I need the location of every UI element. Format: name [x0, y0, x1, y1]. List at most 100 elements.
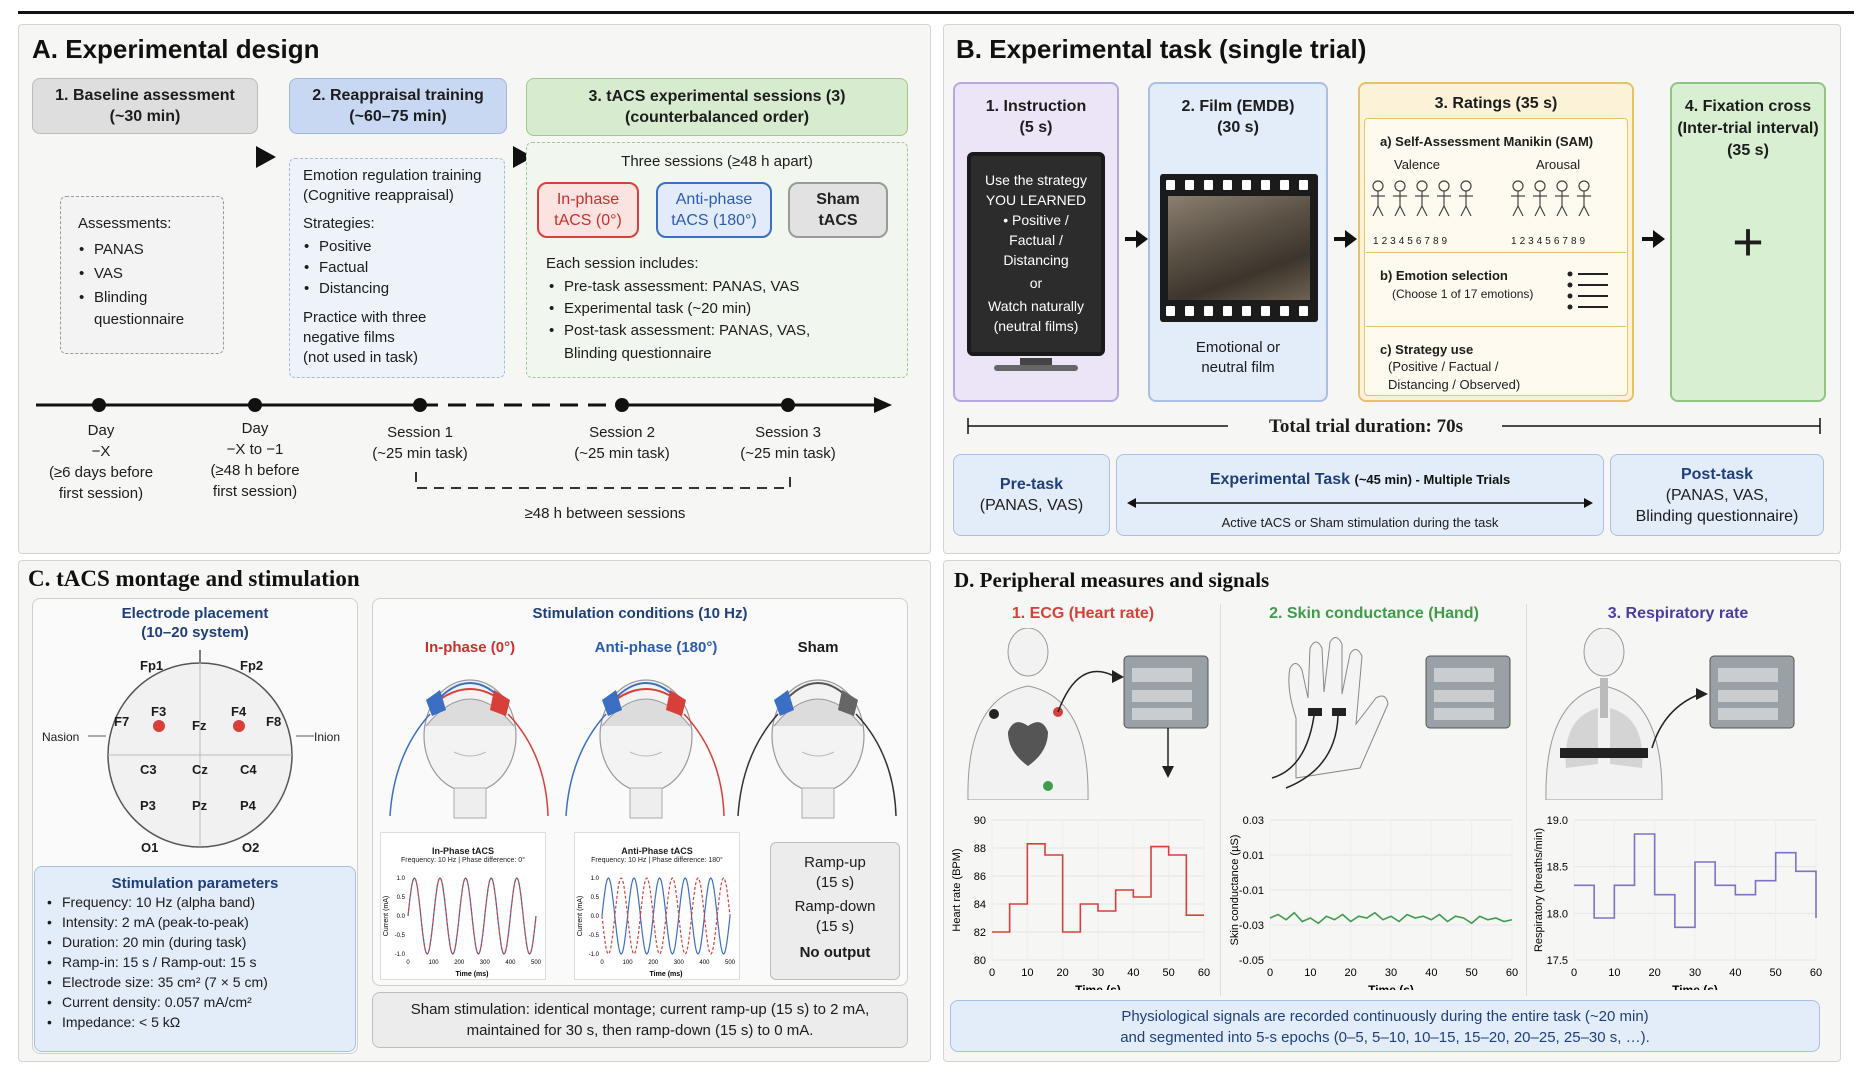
electrode-label: Fp2 [240, 658, 264, 673]
reappraisal-box: 2. Reappraisal training(~60–75 min) [289, 78, 507, 134]
series-line [992, 843, 1204, 933]
y-tick-label: -1.0 [589, 952, 600, 958]
each-session-heading: Each session includes: [546, 255, 699, 272]
stim-conditions-title: Stimulation conditions (10 Hz) [532, 605, 748, 622]
y-tick-label: 18.5 [1547, 862, 1568, 874]
wave-series-red [407, 877, 537, 955]
timeline-label-session-3: Session 3(~25 min task) [740, 424, 836, 462]
electrode-label: Fz [192, 718, 207, 733]
param-item: Frequency: 10 Hz (alpha band) [44, 892, 268, 912]
skin-title: 2. Skin conductance (Hand) [1269, 605, 1479, 622]
wave-series-red [601, 877, 731, 955]
assessments-list: PANAS VAS Blinding [76, 238, 147, 310]
x-tick-label: 10 [1304, 967, 1316, 979]
nasion-label: Nasion [42, 730, 80, 744]
experimental-task-box [1116, 454, 1604, 536]
electrode-label: P4 [240, 798, 256, 813]
sam-heading: a) Self-Assessment Manikin (SAM) [1380, 134, 1594, 149]
x-tick-label: 0 [600, 960, 604, 966]
experimental-task-note: Active tACS or Sham stimulation during t… [1221, 515, 1499, 530]
y-tick-label: 86 [974, 871, 986, 883]
arrow-right-icon [1125, 230, 1148, 248]
electrode-label: C4 [240, 762, 257, 777]
resp-title: 3. Respiratory rate [1607, 605, 1749, 622]
electrode-label: Pz [192, 798, 208, 813]
timeline-dot [413, 398, 427, 412]
x-axis-label: Time (s) [1672, 983, 1718, 990]
strategy-use-heading: c) Strategy use [1380, 342, 1474, 357]
monitor-stand [1020, 358, 1052, 366]
x-tick-label: 60 [1198, 967, 1210, 979]
panel-a-title: A. Experimental design [32, 34, 320, 64]
heads-illustration [389, 679, 897, 819]
electrode-label: O1 [141, 840, 159, 855]
y-tick-label: 82 [974, 927, 986, 939]
electrode-f4 [233, 720, 245, 732]
x-tick-label: 60 [1810, 967, 1822, 979]
y-tick-label: 0.5 [397, 895, 406, 901]
x-tick-label: 500 [725, 960, 736, 966]
electrode-label: O2 [242, 840, 260, 855]
top-rule [18, 11, 1854, 14]
assessment-item-cont: questionnaire [94, 311, 185, 328]
strategy-use-sub: (Positive / Factual /Distancing / Observ… [1388, 359, 1521, 392]
inphase-plot-sub: Frequency: 10 Hz | Phase difference: 0° [401, 857, 525, 864]
y-tick-label: 0.0 [397, 914, 406, 920]
fixation-cross: + [1732, 212, 1764, 272]
inphase-plot-frame [380, 832, 546, 980]
panel-c-title: C. tACS montage and stimulation [28, 566, 360, 591]
electrode-label: P3 [140, 798, 156, 813]
param-item: Ramp-in: 15 s / Ramp-out: 15 s [44, 952, 268, 972]
x-axis-label: Time (s) [1368, 983, 1414, 990]
column-divider [1526, 604, 1527, 996]
valence-scale: 123456789 [1373, 236, 1451, 247]
fixation-box: 4. Fixation cross(Inter-trial interval)(… [1670, 82, 1826, 402]
ratings-inner [1364, 118, 1628, 396]
param-item: Intensity: 2 mA (peak-to-peak) [44, 912, 268, 932]
stim-params-list: Frequency: 10 Hz (alpha band) Intensity:… [44, 892, 268, 1032]
cond-label-inphase: In-phase (0°) [424, 639, 516, 656]
series-line [1574, 833, 1817, 929]
physio-note-box: Physiological signals are recorded conti… [950, 1000, 1820, 1052]
antiphase-plot-sub: Frequency: 10 Hz | Phase difference: 180… [591, 857, 723, 864]
assessments-heading: Assessments: [78, 215, 172, 232]
y-axis-label: Current (mA) [577, 896, 584, 936]
y-tick-label: 90 [974, 815, 986, 827]
emotion-selection-heading: b) Emotion selection [1380, 268, 1508, 283]
strategy-item: Distancing [301, 278, 389, 299]
baseline-box: 1. Baseline assessment(~30 min) [32, 78, 258, 134]
x-axis-label: Time (s) [1075, 983, 1121, 990]
ecg-illustration [967, 628, 1209, 800]
wave-series-blue [407, 877, 537, 955]
timeline-dot [781, 398, 795, 412]
antiphase-plot-title: Anti-Phase tACS [621, 846, 693, 856]
electrode-label: Cz [192, 762, 208, 777]
electrode-pad [838, 690, 858, 716]
x-tick-label: 50 [1466, 967, 1478, 979]
electrode-label: C3 [140, 762, 157, 777]
x-tick-label: 400 [699, 960, 710, 966]
x-tick-label: 40 [1729, 967, 1741, 979]
x-tick-label: 300 [674, 960, 685, 966]
wave-series-blue [601, 877, 731, 955]
arousal-label: Arousal [1536, 157, 1581, 172]
y-tick-label: 0.03 [1243, 815, 1264, 827]
total-duration-text: Total trial duration: 70s [1268, 416, 1464, 437]
y-axis-label: Skin conductance (µS) [1229, 835, 1241, 946]
x-tick-label: 30 [1689, 967, 1701, 979]
y-tick-label: 17.5 [1547, 955, 1568, 967]
cond-label-antiphase: Anti-phase (180°) [594, 639, 718, 656]
param-item: Impedance: < 5 kΩ [44, 1012, 268, 1032]
x-tick-label: 200 [648, 960, 659, 966]
y-axis-label: Heart rate (BPM) [951, 848, 963, 931]
strategies-list: Positive Factual Distancing [301, 236, 389, 299]
electrode-label: F4 [231, 704, 247, 719]
electrode-pad [602, 690, 622, 716]
y-tick-label: -0.01 [1239, 885, 1264, 897]
x-tick-label: 10 [1021, 967, 1033, 979]
